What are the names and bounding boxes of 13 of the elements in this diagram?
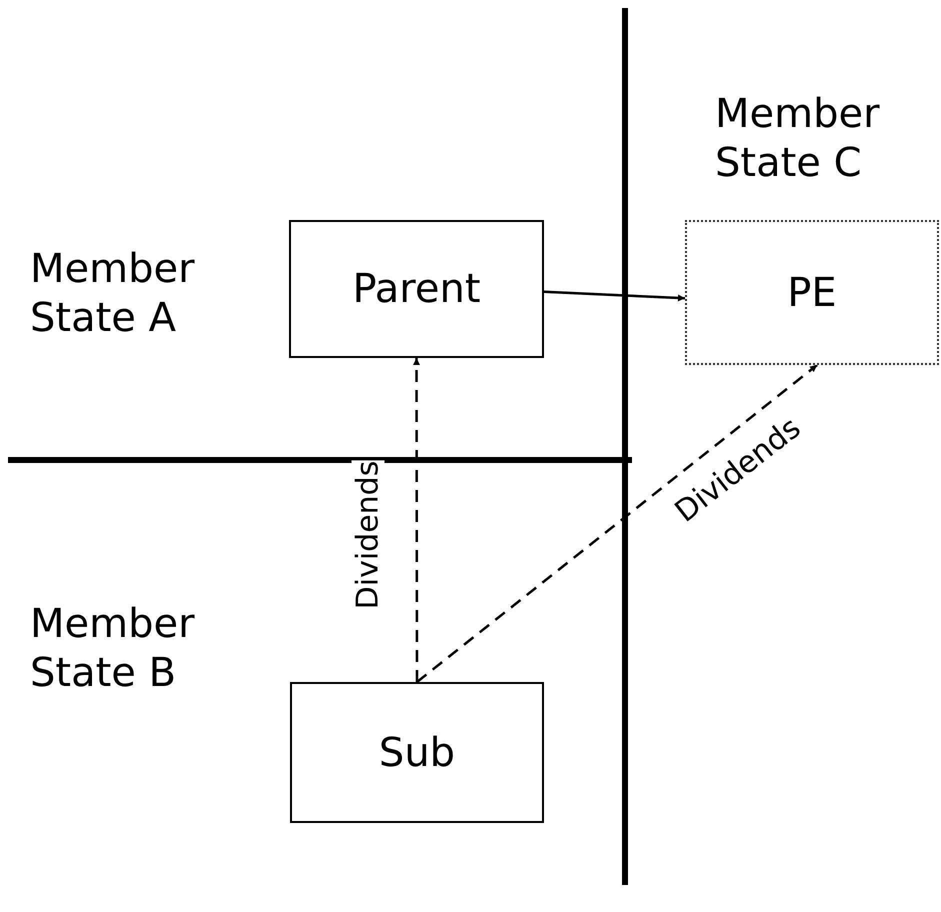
entity-box: [289, 220, 544, 358]
entity-name: PE: [787, 270, 837, 316]
arrow: [416, 364, 818, 683]
region-label: Member State B: [30, 600, 196, 698]
entity-name: Parent: [352, 266, 481, 312]
entity-box: [290, 682, 544, 823]
entity-box: [685, 220, 939, 365]
edge-label: Dividends: [352, 460, 384, 610]
region-label: Member State C: [715, 90, 881, 188]
region-label: Member State A: [30, 245, 196, 343]
entity-name: Sub: [378, 730, 456, 776]
arrow: [413, 358, 420, 682]
arrow: [544, 290, 686, 302]
